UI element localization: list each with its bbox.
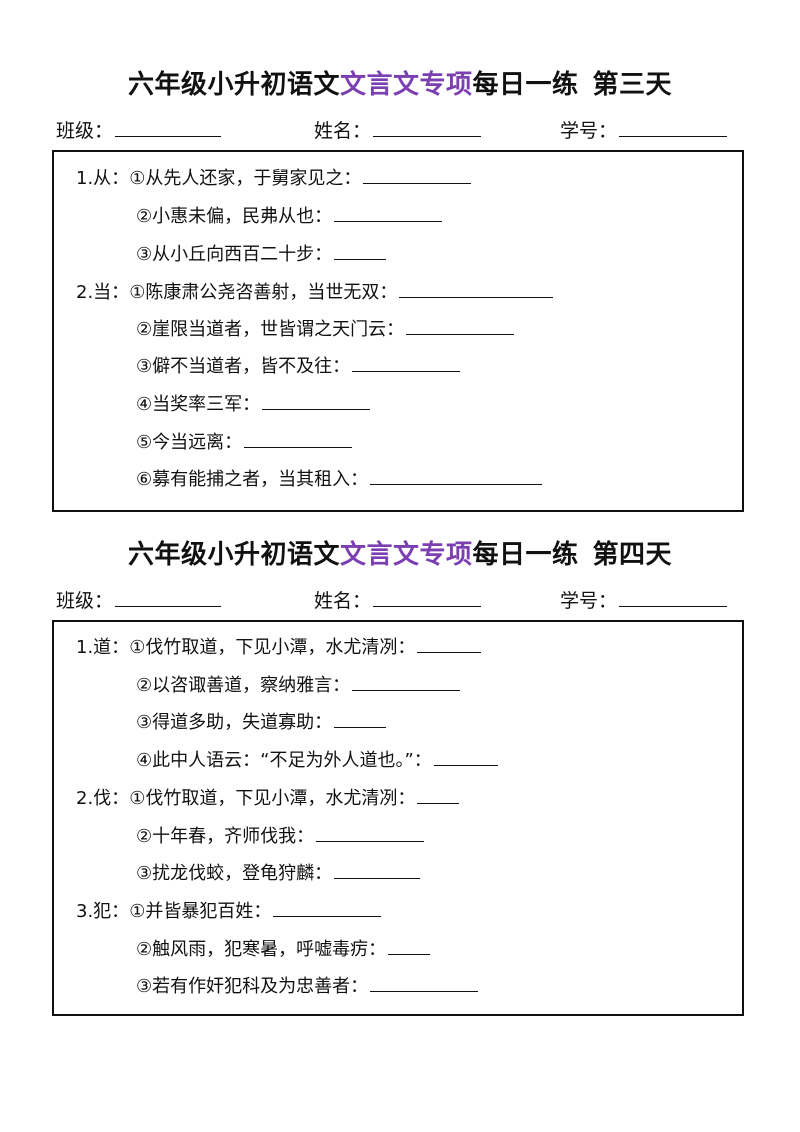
day3-title: 六年级小升初语文文言文专项每日一练第三天 <box>0 64 800 101</box>
id-label: 学号： <box>560 590 618 612</box>
day4-info-row: 班级： 姓名： 学号： <box>0 586 800 616</box>
question-line: ②触风雨，犯寒暑，呼嘘毒疠： <box>136 936 431 962</box>
question-line: ②小惠未偏，民弗从也： <box>136 203 443 229</box>
title-day: 第四天 <box>592 540 673 570</box>
title-suffix: 每日一练 <box>472 540 579 570</box>
name-blank[interactable] <box>373 118 482 137</box>
id-label: 学号： <box>560 120 618 142</box>
answer-blank[interactable] <box>334 241 387 260</box>
day3-info-row: 班级： 姓名： 学号： <box>0 116 800 146</box>
question-line: ③得道多助，失道寡助： <box>136 709 387 735</box>
question-line: ②十年春，齐师伐我： <box>136 823 425 849</box>
question-line: ⑤今当远离： <box>136 429 353 455</box>
answer-blank[interactable] <box>352 672 461 691</box>
id-field[interactable]: 学号： <box>560 586 728 613</box>
answer-blank[interactable] <box>262 391 371 410</box>
question-line: 2.当：①陈康肃公尧咨善射，当世无双： <box>76 279 554 305</box>
day4-question-box <box>52 620 744 1016</box>
question-line: ②崖限当道者，世皆谓之天门云： <box>136 316 515 342</box>
answer-blank[interactable] <box>244 429 353 448</box>
answer-blank[interactable] <box>370 466 543 485</box>
question-line: ③僻不当道者，皆不及往： <box>136 353 461 379</box>
answer-blank[interactable] <box>334 860 421 879</box>
class-field[interactable]: 班级： <box>56 586 222 613</box>
name-blank[interactable] <box>373 588 482 607</box>
name-label: 姓名： <box>314 590 372 612</box>
class-blank[interactable] <box>115 118 222 137</box>
class-field[interactable]: 班级： <box>56 116 222 143</box>
question-line: ④当奖率三军： <box>136 391 371 417</box>
question-line: ⑥募有能捕之者，当其租入： <box>136 466 543 492</box>
question-line: ④此中人语云：“不足为外人道也。”： <box>136 747 498 773</box>
id-blank[interactable] <box>619 588 728 607</box>
answer-blank[interactable] <box>316 823 425 842</box>
question-line: ③若有作奸犯科及为忠善者： <box>136 973 479 999</box>
answer-blank[interactable] <box>399 279 554 298</box>
class-label: 班级： <box>56 120 114 142</box>
question-line: ③扰龙伐蛟，登龟狩麟： <box>136 860 421 886</box>
answer-blank[interactable] <box>363 165 472 184</box>
question-line: 2.伐：①伐竹取道，下见小潭，水尤清冽： <box>76 785 460 811</box>
question-line: 1.道：①伐竹取道，下见小潭，水尤清冽： <box>76 634 482 660</box>
answer-blank[interactable] <box>334 709 387 728</box>
answer-blank[interactable] <box>388 936 431 955</box>
answer-blank[interactable] <box>406 316 515 335</box>
class-blank[interactable] <box>115 588 222 607</box>
name-label: 姓名： <box>314 120 372 142</box>
id-blank[interactable] <box>619 118 728 137</box>
answer-blank[interactable] <box>370 973 479 992</box>
answer-blank[interactable] <box>417 634 482 653</box>
answer-blank[interactable] <box>273 898 382 917</box>
title-prefix: 六年级小升初语文 <box>127 70 340 100</box>
title-highlight: 文言文专项 <box>339 70 473 100</box>
name-field[interactable]: 姓名： <box>314 586 482 613</box>
day3-question-box <box>52 150 744 512</box>
answer-blank[interactable] <box>352 353 461 372</box>
question-line: 1.从：①从先人还家，于舅家见之： <box>76 165 472 191</box>
title-day: 第三天 <box>592 70 673 100</box>
name-field[interactable]: 姓名： <box>314 116 482 143</box>
id-field[interactable]: 学号： <box>560 116 728 143</box>
title-suffix: 每日一练 <box>472 70 579 100</box>
question-line: 3.犯：①并皆暴犯百姓： <box>76 898 382 924</box>
answer-blank[interactable] <box>334 203 443 222</box>
question-line: ③从小丘向西百二十步： <box>136 241 387 267</box>
answer-blank[interactable] <box>417 785 460 804</box>
title-highlight: 文言文专项 <box>339 540 473 570</box>
question-line: ②以咨诹善道，察纳雅言： <box>136 672 461 698</box>
title-prefix: 六年级小升初语文 <box>127 540 340 570</box>
class-label: 班级： <box>56 590 114 612</box>
answer-blank[interactable] <box>433 747 498 766</box>
day4-title: 六年级小升初语文文言文专项每日一练第四天 <box>0 534 800 571</box>
